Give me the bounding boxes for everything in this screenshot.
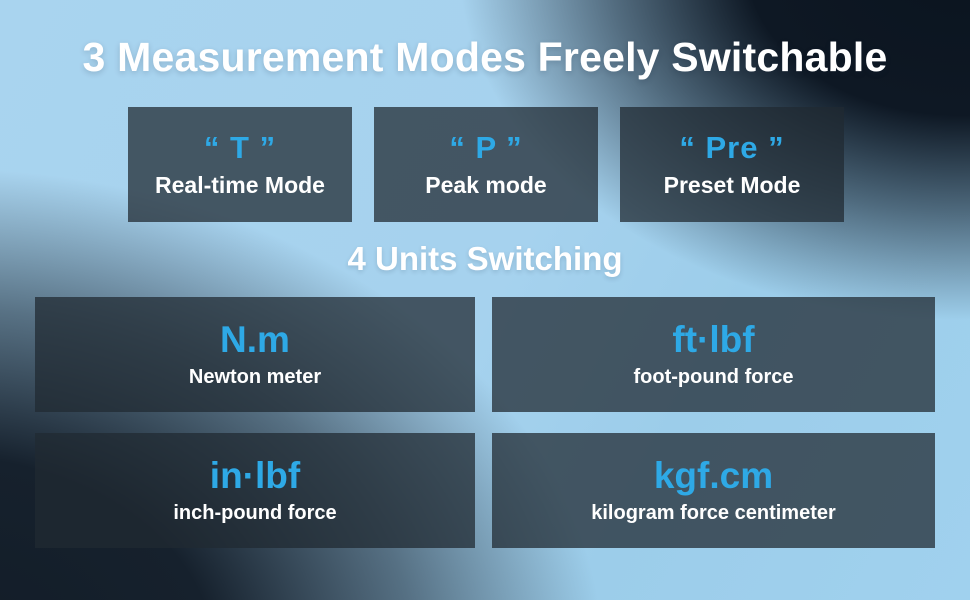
- units-heading: 4 Units Switching: [347, 240, 623, 277]
- unit-card-kilogram-force-cm: kgf.cm kilogram force centimeter: [492, 433, 935, 548]
- unit-value: N.m: [220, 318, 290, 360]
- mode-card-realtime: “ T ” Real-time Mode: [128, 107, 352, 222]
- mode-label: Real-time Mode: [155, 172, 325, 199]
- mode-symbol: “ T ”: [203, 129, 277, 165]
- unit-value: ft·lbf: [672, 318, 755, 360]
- unit-card-newton-meter: N.m Newton meter: [35, 297, 475, 412]
- unit-label: inch-pound force: [173, 502, 337, 525]
- mode-label: Peak mode: [425, 172, 547, 199]
- mode-symbol: “ P ”: [449, 129, 523, 165]
- unit-card-inch-pound: in·lbf inch-pound force: [35, 433, 475, 548]
- mode-symbol: “ Pre ”: [679, 129, 785, 165]
- unit-card-foot-pound: ft·lbf foot-pound force: [492, 297, 935, 412]
- unit-label: kilogram force centimeter: [591, 502, 836, 525]
- page-title: 3 Measurement Modes Freely Switchable: [82, 34, 888, 80]
- unit-value: in·lbf: [209, 454, 301, 496]
- units-grid: N.m Newton meter ft·lbf foot-pound force…: [35, 297, 935, 548]
- measurement-modes-row: “ T ” Real-time Mode “ P ” Peak mode “ P…: [128, 107, 844, 222]
- unit-label: Newton meter: [188, 366, 322, 389]
- unit-label: foot-pound force: [633, 366, 794, 389]
- mode-label: Preset Mode: [663, 172, 801, 199]
- unit-value: kgf.cm: [653, 454, 774, 496]
- mode-card-preset: “ Pre ” Preset Mode: [620, 107, 844, 222]
- mode-card-peak: “ P ” Peak mode: [374, 107, 598, 222]
